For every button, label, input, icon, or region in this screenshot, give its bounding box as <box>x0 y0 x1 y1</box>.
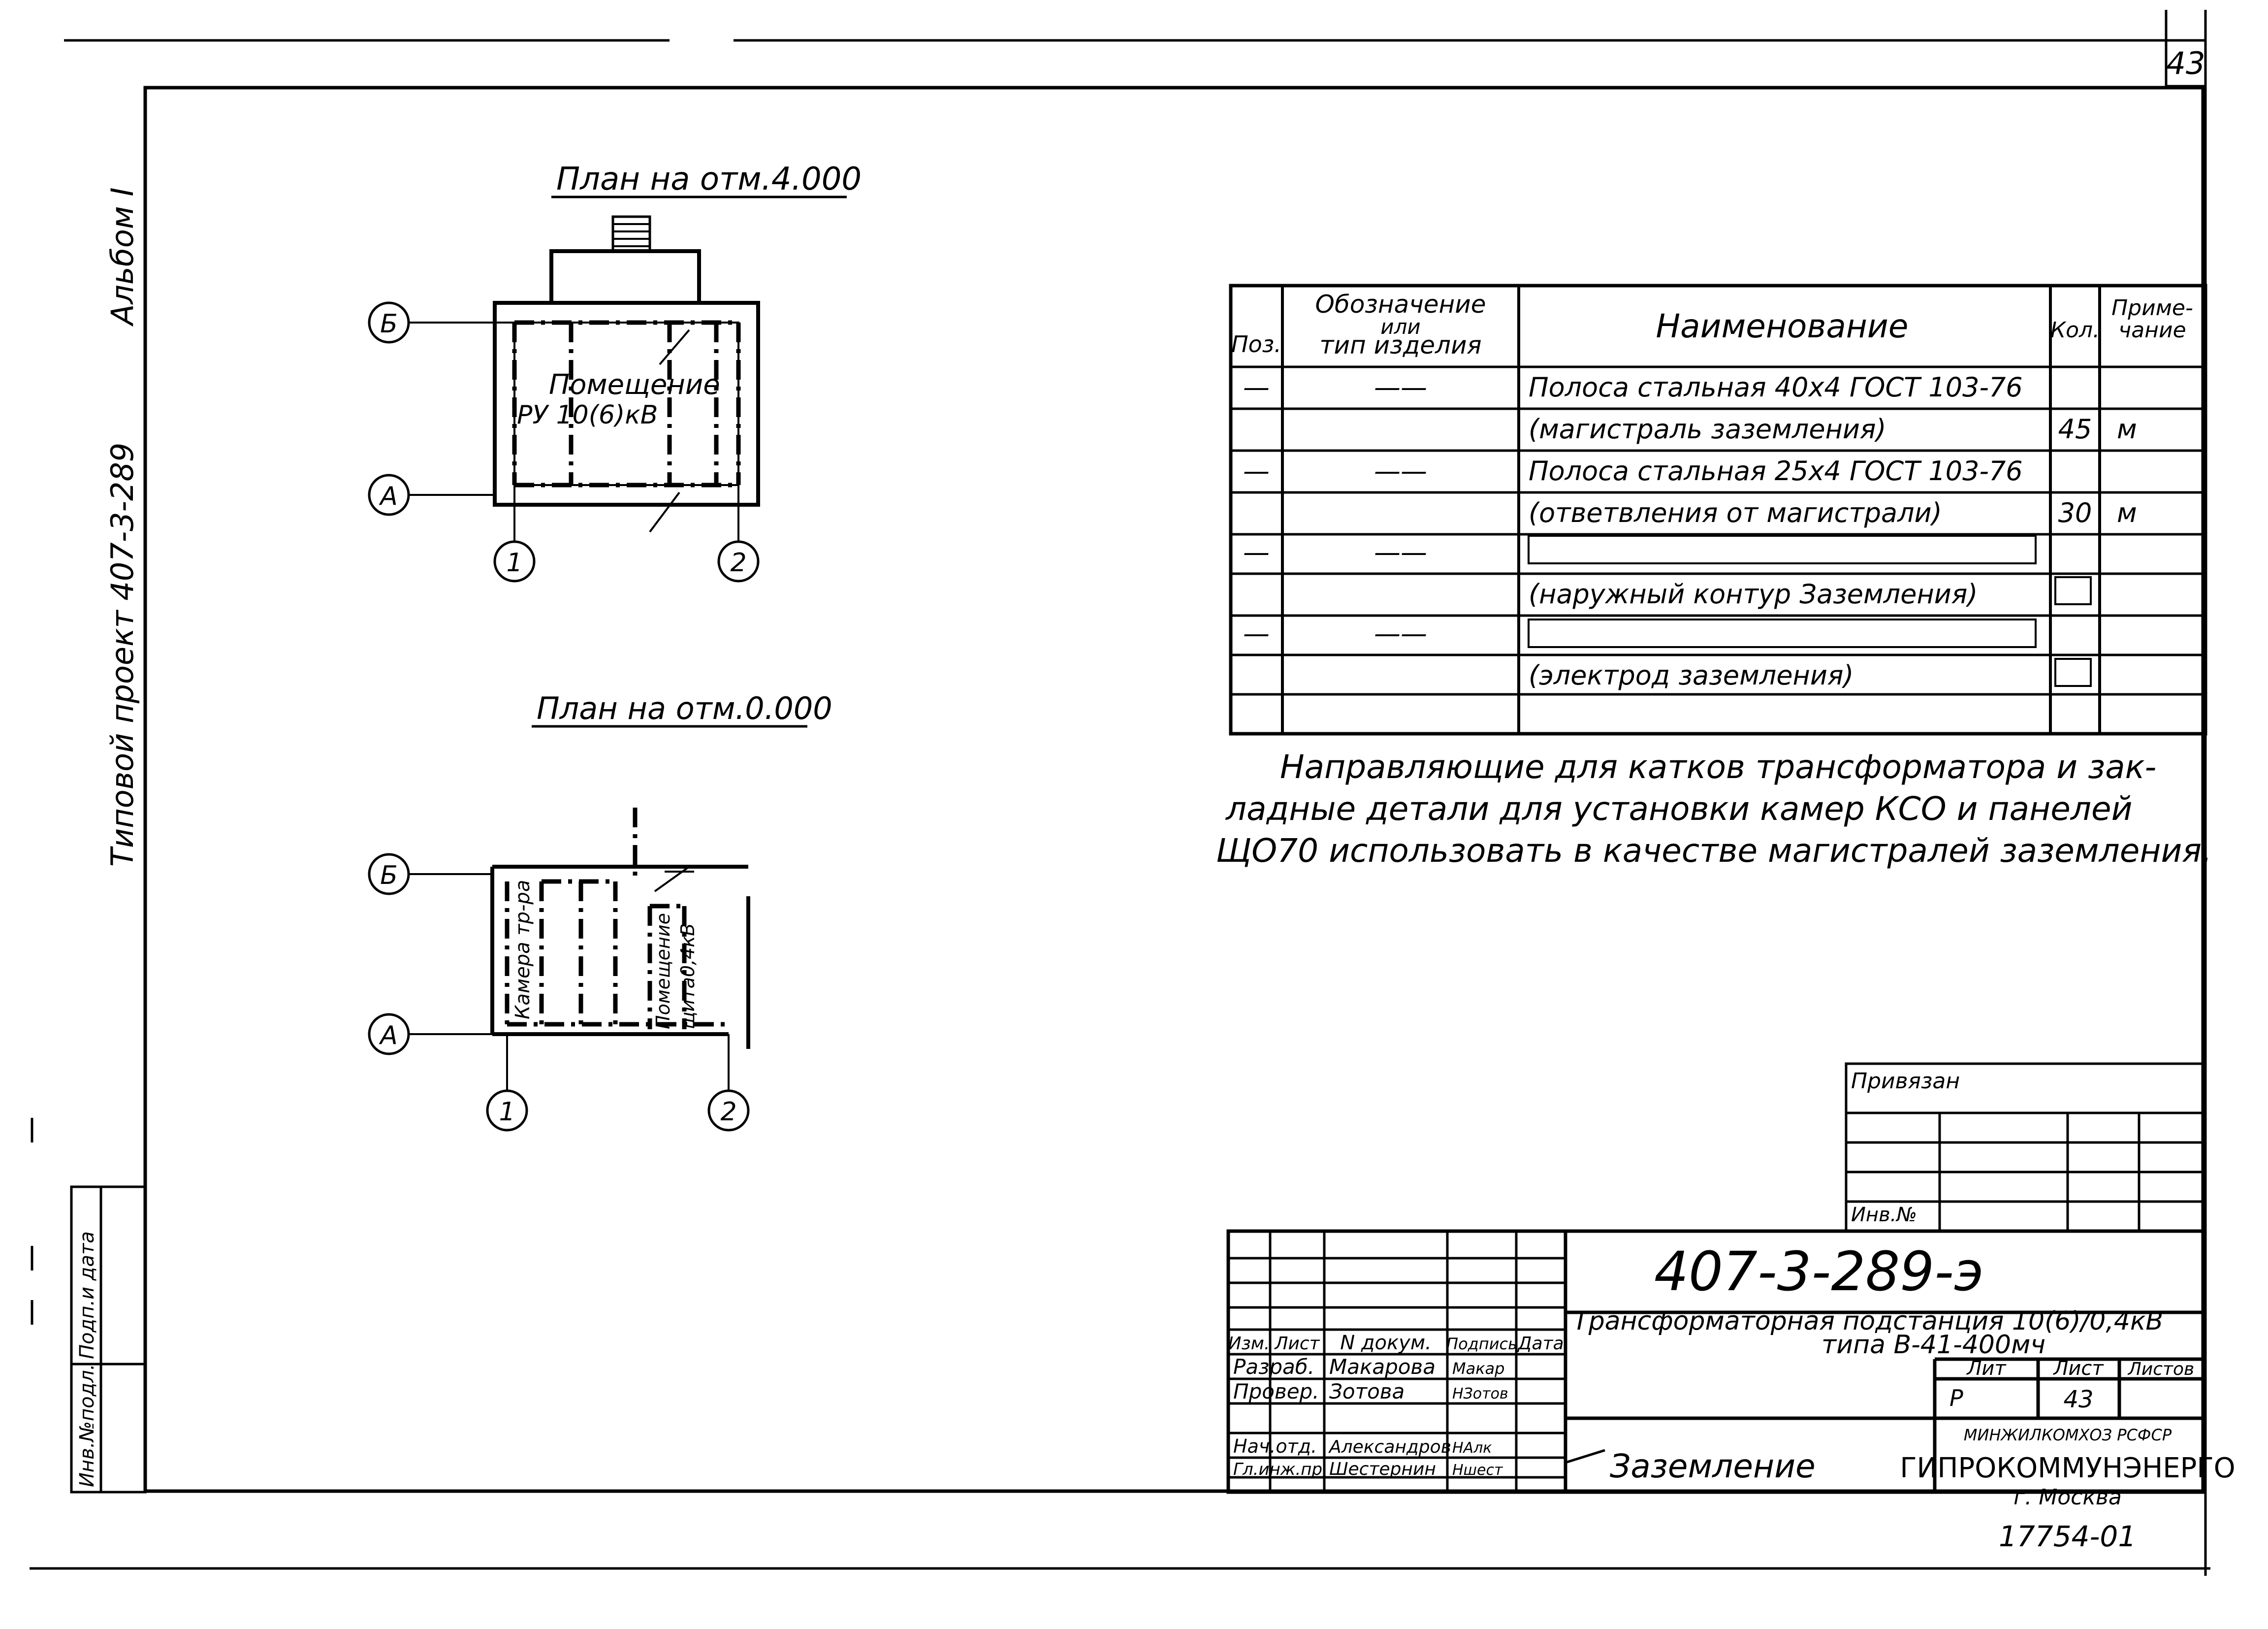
note-line-1: Направляющие для катков трансформатора и… <box>1280 748 2156 786</box>
spec-row-6-des: —— <box>1374 618 1427 649</box>
spec-header-pos: Поз. <box>1231 331 1281 358</box>
role-3-sign: Ншест <box>1452 1462 1503 1479</box>
role-2-sign: НАлк <box>1452 1439 1492 1457</box>
sheet-name: Заземление <box>1610 1447 1816 1485</box>
spec-row-3-name: (ответвления от магистрали) <box>1529 497 1942 528</box>
plan-upper-room-label-1: Помещение <box>549 369 720 401</box>
doc-code: 407-3-289-э <box>1654 1240 1983 1303</box>
role-1-name: Зотова <box>1329 1379 1405 1403</box>
side-project-label: Типовой проект 407-3-289 <box>104 443 140 867</box>
plan-upper: План на отм.4.000 Помещение РУ 10(6)кВ <box>368 161 862 583</box>
sheets-label: Листов <box>2127 1359 2194 1379</box>
col-list: Лист <box>1274 1334 1320 1354</box>
role-1: Провер. <box>1233 1379 1319 1403</box>
spec-row-2-pos: — <box>1243 456 1270 487</box>
binding-label: Привязан <box>1851 1069 1960 1094</box>
spec-row-1-name: (магистраль заземления) <box>1529 414 1886 445</box>
spec-row-0-des: —— <box>1374 372 1427 403</box>
spec-row-0-pos: — <box>1243 372 1270 403</box>
corner-sheet-number: 43 <box>2167 45 2205 81</box>
note-line-2: ладные детали для установки камер КСО и … <box>1225 790 2133 828</box>
spec-row-7-name: (электрод заземления) <box>1529 660 1854 691</box>
spec-table: Поз. Обозначение или тип изделия Наимено… <box>1229 284 2207 736</box>
role-3-name: Шестернин <box>1329 1459 1436 1479</box>
plan-lower-axis-a: А <box>379 1021 398 1050</box>
plan-upper-axis-2: 2 <box>730 548 746 578</box>
role-3: Гл.инж.пр. <box>1233 1460 1328 1479</box>
plan-lower-axis-2: 2 <box>720 1097 736 1127</box>
plan-lower-axis-1: 1 <box>499 1097 515 1127</box>
col-izm: Изм. <box>1228 1334 1270 1354</box>
role-2-name: Александров <box>1328 1437 1451 1457</box>
plan-upper-axis-b: Б <box>380 309 398 339</box>
spec-row-6-pos: — <box>1243 618 1270 649</box>
drawing-frame <box>143 86 2205 1493</box>
spec-row-3-qty: 30 <box>2058 497 2092 528</box>
spec-row-4-des: —— <box>1374 537 1427 568</box>
lit-value: Р <box>1949 1385 1963 1411</box>
spec-row-5-name: (наружный контур Заземления) <box>1529 579 1978 610</box>
plan-upper-axis-1: 1 <box>506 548 522 578</box>
plan-lower-cell-label-3: щита0,4кВ <box>677 923 699 1029</box>
sheet-label: Лист <box>2052 1357 2104 1380</box>
spec-header-name: Наименование <box>1656 307 1909 345</box>
note-block: Направляющие для катков трансформатора и… <box>1216 748 2212 870</box>
col-sign: Подпись <box>1446 1335 1517 1353</box>
album-label: Альбом I <box>104 187 140 327</box>
spec-row-1-qty: 45 <box>2058 414 2092 445</box>
spec-row-3-note: м <box>2117 497 2137 528</box>
side-stamp <box>70 1185 147 1494</box>
side-stamp-inv: Инв.№подл. <box>76 1364 98 1487</box>
col-date: Дата <box>1517 1334 1564 1354</box>
role-0: Разраб. <box>1233 1355 1314 1379</box>
spec-row-2-des: —— <box>1374 456 1427 487</box>
plan-lower: План на отм.0.000 Камера тр-ра Помещение… <box>368 690 832 1132</box>
spec-header-designation-3: тип изделия <box>1319 331 1481 359</box>
plan-upper-axis-a: А <box>379 482 398 511</box>
plan-upper-room-label-2: РУ 10(6)кВ <box>517 400 658 430</box>
spec-header-designation-1: Обозначение <box>1315 290 1486 319</box>
binding-inv-label: Инв.№ <box>1851 1204 1917 1226</box>
spec-header-note-1: Приме- <box>2111 295 2193 321</box>
role-0-sign: Макар <box>1452 1359 1504 1378</box>
side-stamp-sign-date: Подп.и дата <box>76 1231 98 1359</box>
org-parent: МИНЖИЛКОМХОЗ РСФСР <box>1964 1426 2172 1444</box>
spec-row-1-note: м <box>2117 414 2137 445</box>
role-1-sign: НЗотов <box>1452 1385 1508 1402</box>
project-title-2: типа В-41-400мч <box>1821 1330 2045 1360</box>
org-city: г. Москва <box>2013 1485 2122 1510</box>
project-title-1: Трансформаторная подстанция 10(6)/0,4кВ <box>1573 1306 2163 1336</box>
sheet-trim-lines <box>30 10 2210 1576</box>
plan-lower-cell-label-2: Помещение <box>652 913 674 1029</box>
org-name: ГИПРОКОММУНЭНЕРГО <box>1900 1452 2235 1484</box>
note-line-3: ЩО70 использовать в качестве магистралей… <box>1216 832 2212 870</box>
plan-lower-axis-b: Б <box>380 861 398 890</box>
spec-row-0-name: Полоса стальная 40х4 ГОСТ 103-76 <box>1529 372 2023 403</box>
col-ndoc: N докум. <box>1340 1332 1432 1354</box>
lit-label: Лит <box>1966 1357 2007 1380</box>
archive-number: 17754-01 <box>1999 1520 2136 1553</box>
role-2: Нач.отд. <box>1233 1435 1317 1457</box>
plan-lower-title: План на отм.0.000 <box>537 690 832 726</box>
plan-upper-title: План на отм.4.000 <box>556 161 862 197</box>
spec-header-note-2: чание <box>2118 318 2186 343</box>
title-block: 407-3-289-э Трансформаторная подстанция … <box>1226 1229 2236 1510</box>
spec-header-designation-2: или <box>1380 315 1420 339</box>
role-0-name: Макарова <box>1329 1355 1436 1379</box>
spec-row-2-name: Полоса стальная 25х4 ГОСТ 103-76 <box>1529 456 2023 487</box>
spec-rows: — —— Полоса стальная 40х4 ГОСТ 103-76 (м… <box>1243 372 2137 691</box>
spec-header-qty: Кол. <box>2050 318 2100 343</box>
spec-row-4-pos: — <box>1243 537 1270 568</box>
sheet-value: 43 <box>2063 1386 2093 1413</box>
plan-lower-cell-label-1: Камера тр-ра <box>511 880 534 1019</box>
